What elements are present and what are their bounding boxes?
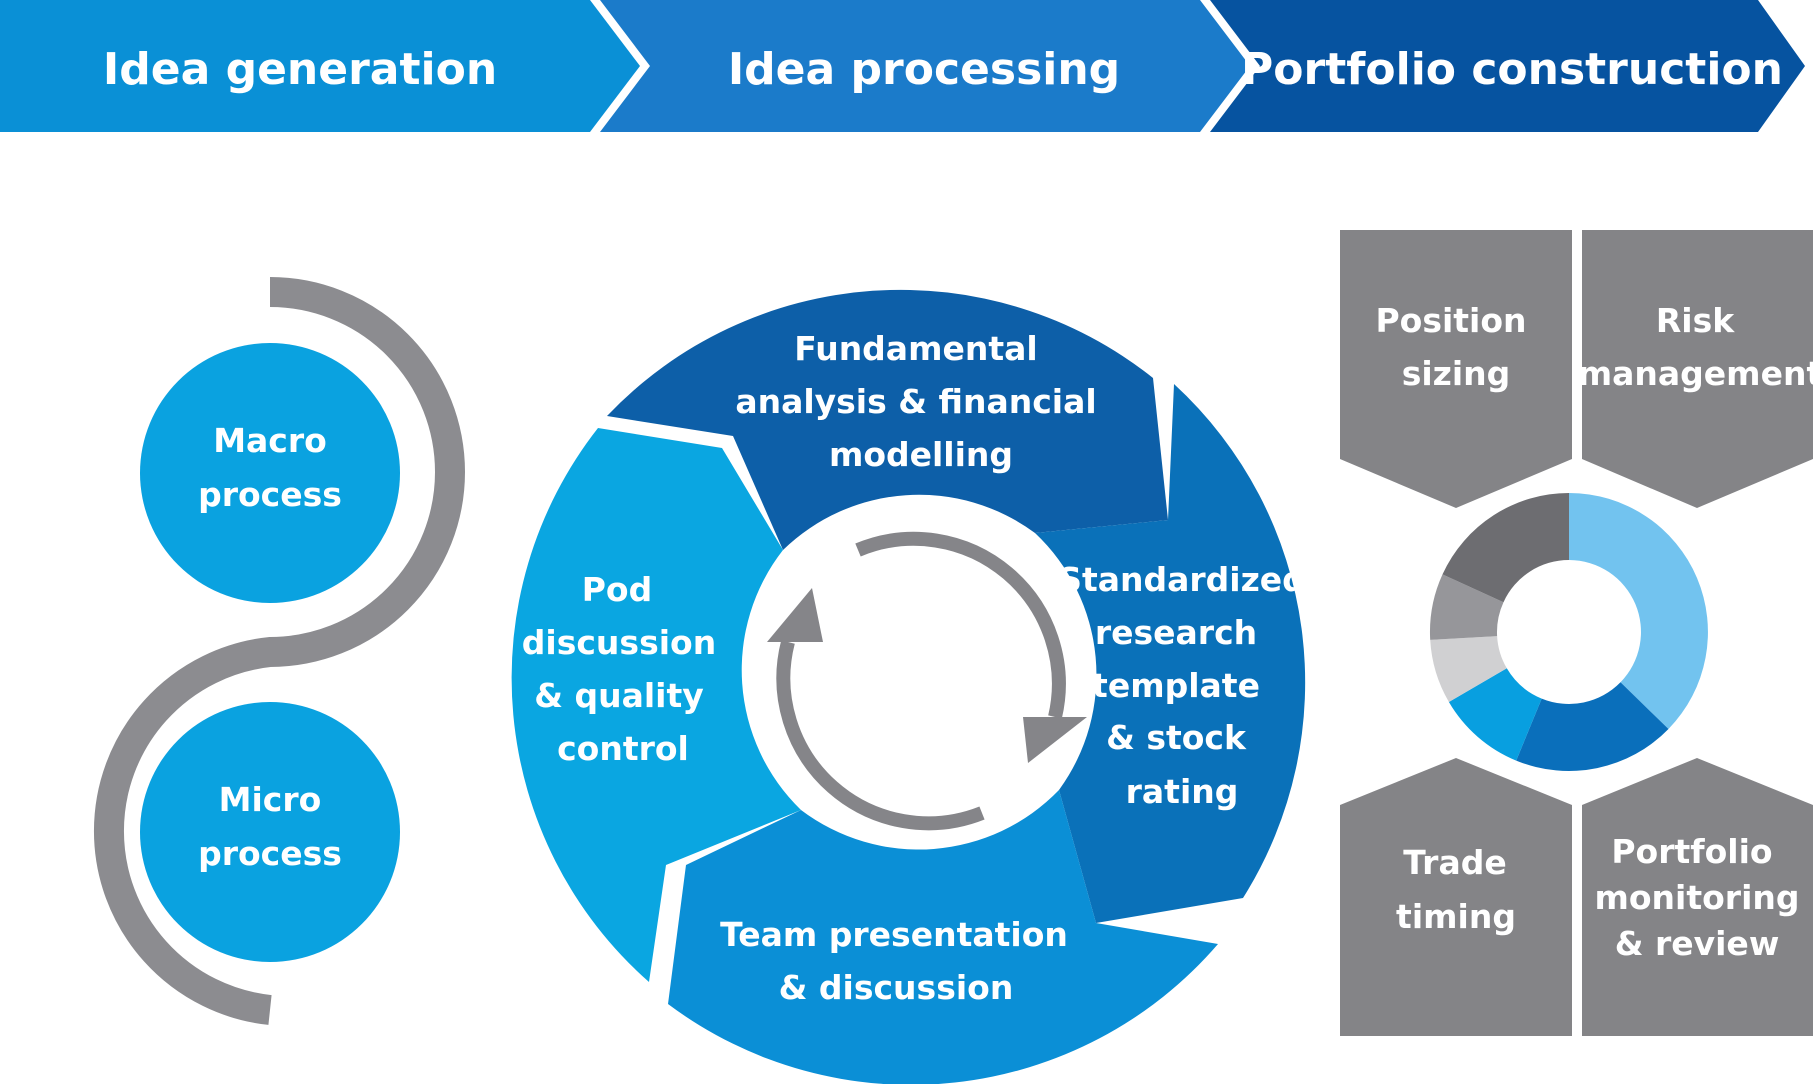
idea-generation-panel: Macro process Micro process bbox=[93, 277, 465, 1025]
portfolio-monitoring-label-line-2: monitoring bbox=[1594, 878, 1799, 917]
trade-timing-box bbox=[1340, 758, 1572, 1036]
stage-header: Idea generation Idea processing Portfoli… bbox=[0, 0, 1805, 132]
standardized-label-line-4: & stock bbox=[1106, 718, 1247, 757]
pod-discussion-label-line-4: control bbox=[557, 729, 689, 768]
risk-management-box bbox=[1582, 230, 1813, 508]
donut-slice-3 bbox=[1448, 668, 1542, 761]
donut-slice-4 bbox=[1430, 636, 1507, 702]
donut-slice-5 bbox=[1429, 574, 1504, 640]
team-presentation-label-line-2: & discussion bbox=[779, 968, 1014, 1007]
portfolio-monitoring-box bbox=[1582, 758, 1813, 1036]
micro-process-label-line-2: process bbox=[198, 834, 342, 873]
standardized-label-line-2: research bbox=[1095, 613, 1257, 652]
macro-process-label-line-1: Macro bbox=[213, 421, 327, 460]
segment-standardized-research bbox=[1035, 384, 1306, 923]
pod-discussion-label-line-2: discussion bbox=[522, 623, 716, 662]
portfolio-monitoring-label-line-3: & review bbox=[1615, 924, 1780, 963]
standardized-label-line-3: template bbox=[1092, 666, 1260, 705]
risk-management-label-line-1: Risk bbox=[1656, 301, 1735, 340]
stage-portfolio-construction-chevron bbox=[1210, 0, 1805, 132]
position-sizing-label-line-2: sizing bbox=[1402, 354, 1511, 393]
segment-fundamental-analysis bbox=[607, 289, 1168, 550]
stage-idea-processing-label: Idea processing bbox=[728, 44, 1120, 95]
fundamental-label-line-1: Fundamental bbox=[794, 329, 1037, 368]
portfolio-construction-panel: Position sizing Risk management Trade ti… bbox=[1340, 230, 1813, 1036]
segment-team-presentation bbox=[668, 790, 1218, 1084]
standardized-label-line-5: rating bbox=[1126, 772, 1239, 811]
s-connector bbox=[93, 277, 465, 1025]
team-presentation-label-line-1: Team presentation bbox=[720, 915, 1068, 954]
micro-process-circle bbox=[140, 702, 400, 962]
cycle-arc-left bbox=[776, 640, 985, 831]
cycle-arc-right bbox=[855, 531, 1066, 719]
stage-portfolio-construction-label: Portfolio construction bbox=[1241, 44, 1783, 95]
risk-management-label-line-2: management bbox=[1578, 354, 1813, 393]
trade-timing-label-line-1: Trade bbox=[1403, 843, 1506, 882]
standardized-label-line-1: Standardized bbox=[1058, 560, 1306, 599]
donut-slice-1 bbox=[1569, 493, 1708, 729]
segment-pod-discussion bbox=[511, 428, 801, 982]
pod-discussion-label-line-1: Pod bbox=[582, 570, 652, 609]
macro-process-circle bbox=[140, 343, 400, 603]
micro-process-label-line-1: Micro bbox=[219, 780, 322, 819]
stage-idea-generation-label: Idea generation bbox=[103, 44, 497, 95]
idea-processing-panel: Fundamental analysis & financial modelli… bbox=[511, 289, 1306, 1084]
cycle-arrows bbox=[767, 531, 1087, 831]
fundamental-label-line-3: modelling bbox=[829, 435, 1013, 474]
portfolio-donut bbox=[1429, 493, 1708, 771]
cycle-arrowhead-down-icon bbox=[1023, 717, 1087, 763]
pod-discussion-label-line-3: & quality bbox=[534, 676, 704, 715]
position-sizing-box bbox=[1340, 230, 1572, 508]
donut-slice-2 bbox=[1516, 682, 1669, 771]
stage-idea-processing-chevron bbox=[600, 0, 1250, 132]
fundamental-label-line-2: analysis & financial bbox=[735, 382, 1096, 421]
position-sizing-label-line-1: Position bbox=[1375, 301, 1526, 340]
donut-slice-6 bbox=[1442, 493, 1569, 603]
portfolio-monitoring-label-line-1: Portfolio bbox=[1611, 832, 1772, 871]
stage-idea-generation-chevron bbox=[0, 0, 640, 132]
cycle-arrowhead-up-icon bbox=[767, 588, 823, 642]
trade-timing-label-line-2: timing bbox=[1396, 897, 1516, 936]
macro-process-label-line-2: process bbox=[198, 475, 342, 514]
